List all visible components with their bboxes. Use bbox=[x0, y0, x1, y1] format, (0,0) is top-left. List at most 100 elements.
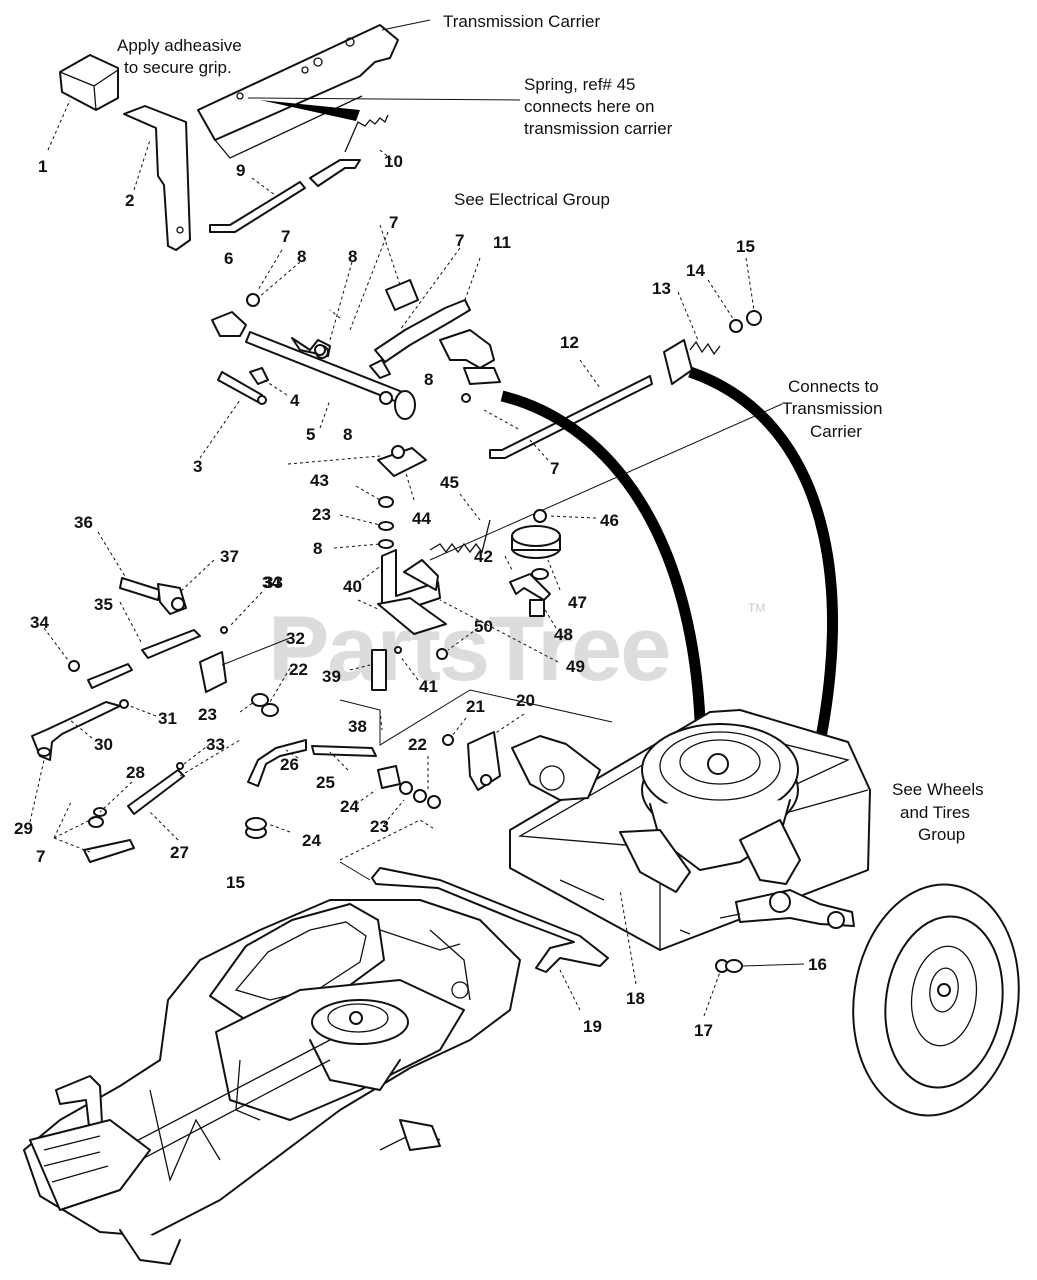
callout-c13: 13 bbox=[652, 279, 671, 298]
callout-c14: 14 bbox=[686, 261, 705, 280]
callout-c38: 38 bbox=[348, 717, 367, 736]
belt-long bbox=[500, 390, 706, 721]
callout-c8a: 8 bbox=[297, 247, 306, 266]
callout-c28: 28 bbox=[126, 763, 145, 782]
spring-10-part bbox=[344, 114, 389, 153]
callout-c17: 17 bbox=[694, 1021, 713, 1040]
callout-c2: 2 bbox=[125, 191, 134, 210]
callout-c34b: 34 bbox=[262, 573, 281, 592]
callout-c49: 49 bbox=[566, 657, 585, 676]
callout-c48: 48 bbox=[554, 625, 573, 644]
callout-c29: 29 bbox=[14, 819, 33, 838]
callout-c34a: 34 bbox=[30, 613, 49, 632]
wheel-part bbox=[852, 883, 1020, 1117]
svg-text:Transmission: Transmission bbox=[782, 399, 882, 418]
callout-c15a: 15 bbox=[736, 237, 755, 256]
spring-13-part bbox=[663, 310, 762, 385]
callout-c41: 41 bbox=[419, 677, 438, 696]
callout-c30: 30 bbox=[94, 735, 113, 754]
svg-text:See Electrical Group: See Electrical Group bbox=[454, 190, 610, 209]
callout-c6: 6 bbox=[224, 249, 233, 268]
watermark-tm: TM bbox=[748, 601, 765, 615]
svg-text:Group: Group bbox=[918, 825, 965, 844]
note-wheels: See Wheels and Tires Group bbox=[892, 780, 984, 844]
bracket-40-part bbox=[377, 549, 447, 635]
callout-labels: 1 2 3 4 5 6 7 7 7 7 7 8 8 8 8 8 9 10 11 … bbox=[14, 152, 827, 1040]
svg-text:Transmission Carrier: Transmission Carrier bbox=[443, 12, 600, 31]
lever-11-part bbox=[374, 299, 501, 403]
svg-text:Connects to: Connects to bbox=[788, 377, 879, 396]
svg-text:to secure grip.: to secure grip. bbox=[124, 58, 232, 77]
callout-c8d: 8 bbox=[343, 425, 352, 444]
note-connects: Connects to Transmission Carrier bbox=[782, 377, 882, 441]
callout-c5: 5 bbox=[306, 425, 315, 444]
callout-c32: 32 bbox=[286, 629, 305, 648]
callout-c3: 3 bbox=[193, 457, 202, 476]
callout-c8b: 8 bbox=[348, 247, 357, 266]
callout-c26: 26 bbox=[280, 755, 299, 774]
callout-c24a: 24 bbox=[302, 831, 321, 850]
callout-c22a: 22 bbox=[289, 660, 308, 679]
svg-text:transmission carrier: transmission carrier bbox=[524, 119, 673, 138]
callout-c47: 47 bbox=[568, 593, 587, 612]
callout-c18: 18 bbox=[626, 989, 645, 1008]
callout-c40: 40 bbox=[343, 577, 362, 596]
svg-text:connects here on: connects here on bbox=[524, 97, 654, 116]
callout-c7d: 7 bbox=[550, 459, 559, 478]
callout-c23c: 23 bbox=[312, 505, 331, 524]
note-adhesive: Apply adheasive to secure grip. bbox=[117, 36, 242, 77]
callout-c39: 39 bbox=[322, 667, 341, 686]
callout-c50: 50 bbox=[474, 617, 493, 636]
callout-c37: 37 bbox=[220, 547, 239, 566]
callout-c21: 21 bbox=[466, 697, 485, 716]
watermark: PartsTree bbox=[268, 598, 669, 700]
note-spring: Spring, ref# 45 connects here on transmi… bbox=[524, 75, 673, 138]
callout-c1: 1 bbox=[38, 157, 47, 176]
idler-pulley-part bbox=[509, 509, 561, 617]
callout-c7a: 7 bbox=[281, 227, 290, 246]
callout-c33b: 33 bbox=[206, 735, 225, 754]
svg-text:Carrier: Carrier bbox=[810, 422, 862, 441]
callout-c9: 9 bbox=[236, 161, 245, 180]
mower-overview bbox=[23, 899, 521, 1265]
callout-c23a: 23 bbox=[198, 705, 217, 724]
callout-c31: 31 bbox=[158, 709, 177, 728]
callout-c8c: 8 bbox=[424, 370, 433, 389]
callout-c16: 16 bbox=[808, 955, 827, 974]
svg-text:and Tires: and Tires bbox=[900, 803, 970, 822]
frame-assembly-part bbox=[509, 709, 871, 951]
svg-text:See Wheels: See Wheels bbox=[892, 780, 984, 799]
callout-c20: 20 bbox=[516, 691, 535, 710]
callout-c44: 44 bbox=[412, 509, 431, 528]
note-electrical: See Electrical Group bbox=[454, 190, 610, 209]
callout-c46: 46 bbox=[600, 511, 619, 530]
callout-c7e: 7 bbox=[36, 847, 45, 866]
callout-c10: 10 bbox=[384, 152, 403, 171]
svg-text:Apply adheasive: Apply adheasive bbox=[117, 36, 242, 55]
callout-c7c: 7 bbox=[455, 231, 464, 250]
note-transmission-carrier: Transmission Carrier bbox=[443, 12, 600, 31]
callout-c43: 43 bbox=[310, 471, 329, 490]
callout-c15b: 15 bbox=[226, 873, 245, 892]
callout-c12: 12 bbox=[560, 333, 579, 352]
callout-c11: 11 bbox=[493, 233, 511, 252]
callout-c19: 19 bbox=[583, 1017, 602, 1036]
callout-c36: 36 bbox=[74, 513, 93, 532]
pedal-grip-part bbox=[59, 54, 119, 111]
callout-c27: 27 bbox=[170, 843, 189, 862]
callout-c42: 42 bbox=[474, 547, 493, 566]
spring-pointer bbox=[260, 100, 360, 121]
transmission-carrier-part bbox=[197, 24, 399, 159]
callout-c22b: 22 bbox=[408, 735, 427, 754]
callout-c45: 45 bbox=[440, 473, 459, 492]
callout-c25: 25 bbox=[316, 773, 335, 792]
callout-c33a: 33 bbox=[264, 573, 283, 592]
callout-c23b: 23 bbox=[370, 817, 389, 836]
pedal-arm-part bbox=[123, 105, 191, 251]
callout-c35: 35 bbox=[94, 595, 113, 614]
callout-c4: 4 bbox=[290, 391, 300, 410]
callout-c8e: 8 bbox=[313, 539, 322, 558]
callout-c7b: 7 bbox=[389, 213, 398, 232]
svg-text:Spring, ref# 45: Spring, ref# 45 bbox=[524, 75, 636, 94]
